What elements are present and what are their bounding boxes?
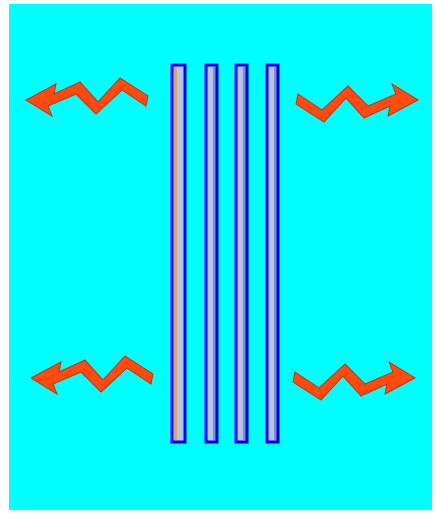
glass-pane-1 xyxy=(172,65,185,442)
glass-pane-2 xyxy=(206,65,217,442)
background xyxy=(9,4,432,510)
pane-accent-layer xyxy=(174,67,177,440)
glass-pane-4 xyxy=(267,65,278,442)
glass-pane-3 xyxy=(236,65,247,442)
pane-body xyxy=(172,65,185,442)
